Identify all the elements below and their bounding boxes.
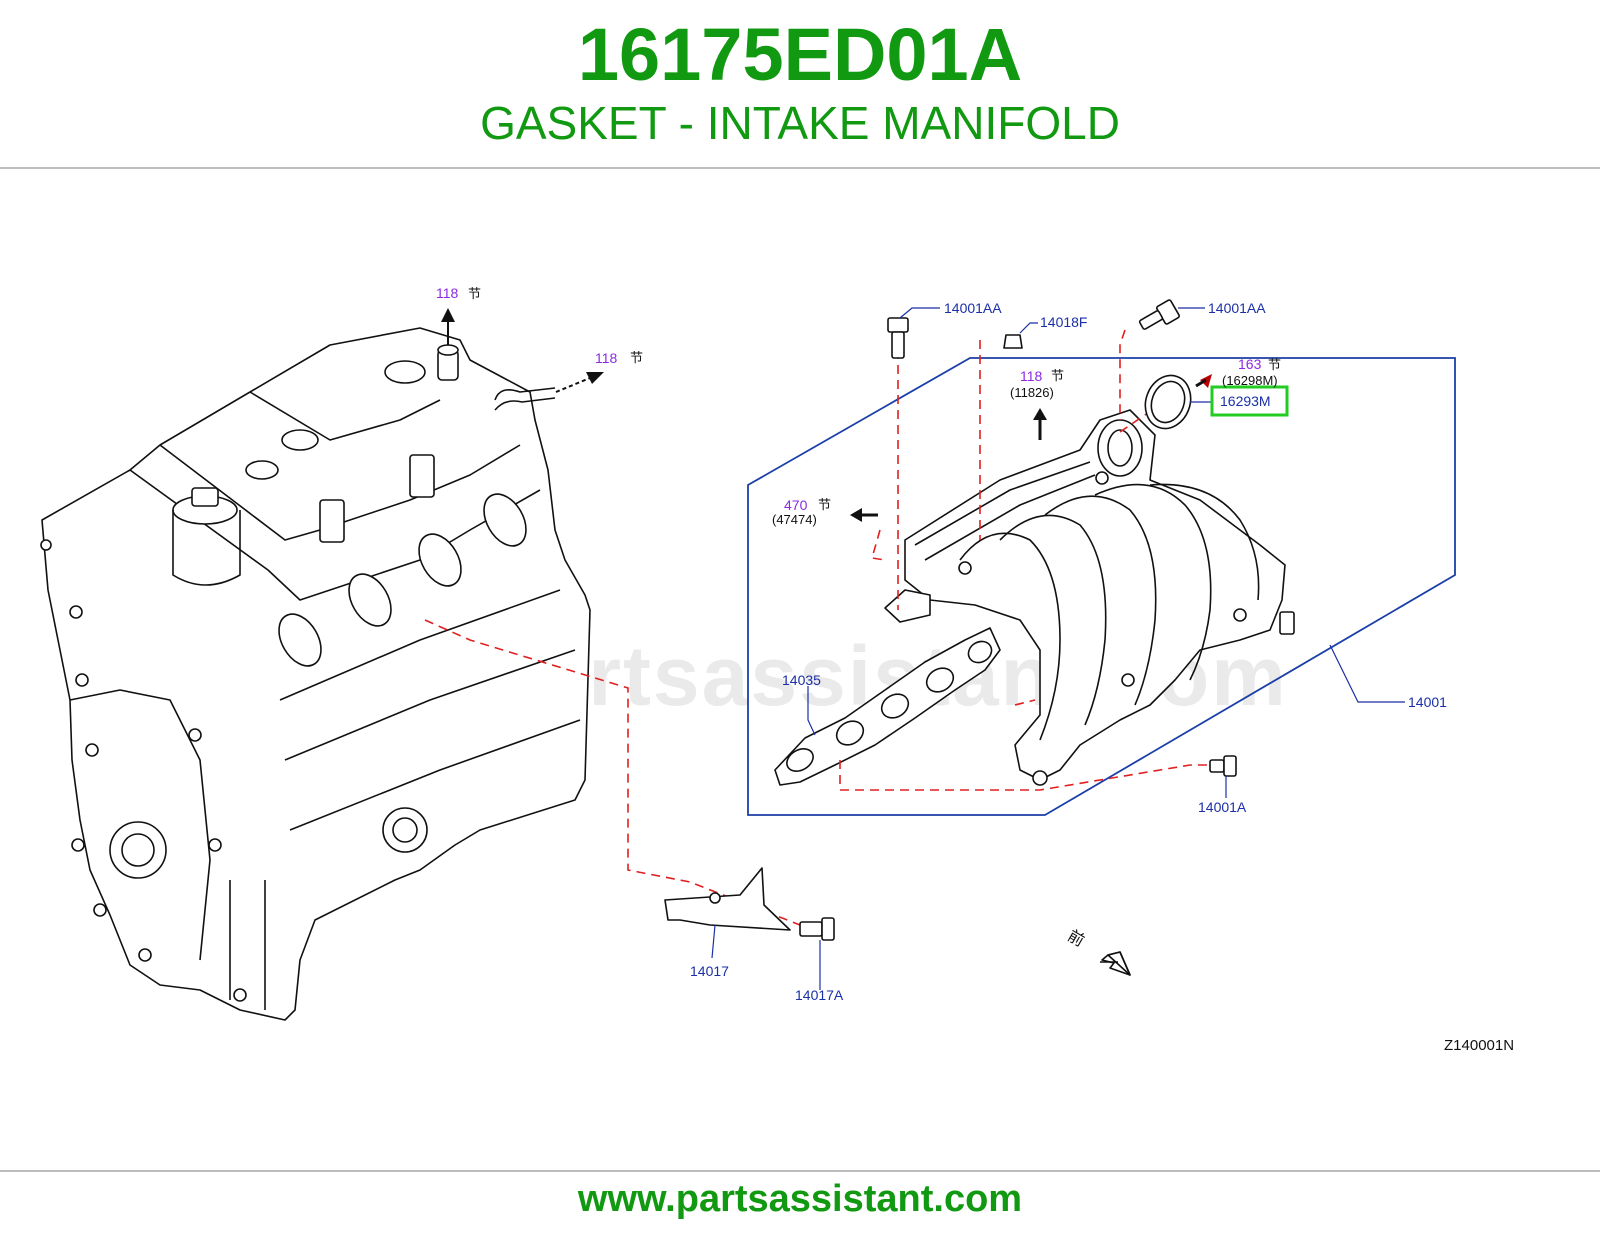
section-mark: 节 bbox=[1051, 368, 1064, 383]
bolt-14001a: 14001A bbox=[1198, 755, 1247, 815]
gasket-throttle-16293m: 16293M bbox=[1144, 374, 1289, 430]
part-name: GASKET - INTAKE MANIFOLD bbox=[480, 97, 1120, 149]
bolt-14001aa-right: 14001AA bbox=[1138, 299, 1266, 330]
parts-diagram: 118 节 118 节 14017 14017A bbox=[40, 285, 1514, 1054]
footer-url[interactable]: www.partsassistant.com bbox=[577, 1178, 1023, 1220]
engine-top-arrow: 118 节 bbox=[436, 285, 481, 345]
section-mark: 节 bbox=[468, 286, 481, 301]
front-direction-arrow: 前 bbox=[1064, 927, 1131, 976]
highlight-box bbox=[1210, 385, 1289, 417]
header-divider bbox=[0, 167, 1600, 169]
manifold-assembly-frame bbox=[747, 357, 1456, 816]
bolt-14001aa-left: 14001AA bbox=[887, 300, 1002, 359]
engine-hose-arrow: 118 节 bbox=[555, 350, 643, 393]
side-section-sub: (47474) bbox=[772, 512, 817, 527]
header: 16175ED01A GASKET - INTAKE MANIFOLD bbox=[0, 0, 1600, 168]
manifold-top-section-ref: 118 节 (11826) bbox=[1010, 368, 1064, 440]
label-14018f: 14018F bbox=[1040, 314, 1087, 330]
section-mark: 节 bbox=[630, 350, 643, 365]
manifold-top-section-sub: (11826) bbox=[1010, 385, 1054, 400]
throttle-section-number: 163 bbox=[1238, 356, 1262, 372]
diagram-code: Z140001N bbox=[1444, 1037, 1514, 1054]
front-mark: 前 bbox=[1064, 927, 1087, 951]
manifold-top-section-number: 118 bbox=[1020, 368, 1043, 384]
label-14001a: 14001A bbox=[1198, 799, 1247, 815]
cap-14018f: 14018F bbox=[1003, 314, 1087, 349]
bolt-14017a: 14017A bbox=[795, 917, 844, 1003]
footer-divider bbox=[0, 1170, 1600, 1172]
engine-hose-section-number: 118 bbox=[595, 350, 618, 366]
label-14035: 14035 bbox=[782, 672, 821, 688]
throttle-section-sub: (16298M) bbox=[1222, 373, 1278, 388]
intake-manifold-14001 bbox=[884, 409, 1295, 786]
throttle-section-ref: 163 节 (16298M) bbox=[1195, 356, 1281, 388]
label-14001aa-right: 14001AA bbox=[1208, 300, 1266, 316]
engine-top-section-number: 118 bbox=[436, 285, 459, 301]
label-14017a: 14017A bbox=[795, 987, 844, 1003]
label-16293m: 16293M bbox=[1220, 393, 1271, 409]
side-section-ref: 470 节 (47474) bbox=[772, 497, 878, 527]
section-mark: 节 bbox=[1268, 357, 1281, 372]
label-14001: 14001 bbox=[1408, 694, 1447, 710]
engine-illustration bbox=[40, 327, 591, 1021]
label-14017: 14017 bbox=[690, 963, 729, 979]
bracket-14017: 14017 bbox=[664, 867, 791, 979]
label-14001aa-left: 14001AA bbox=[944, 300, 1002, 316]
part-number: 16175ED01A bbox=[577, 13, 1023, 96]
side-section-number: 470 bbox=[784, 497, 808, 513]
gasket-manifold-14035: 14035 bbox=[774, 627, 1001, 786]
section-mark: 节 bbox=[818, 497, 831, 512]
